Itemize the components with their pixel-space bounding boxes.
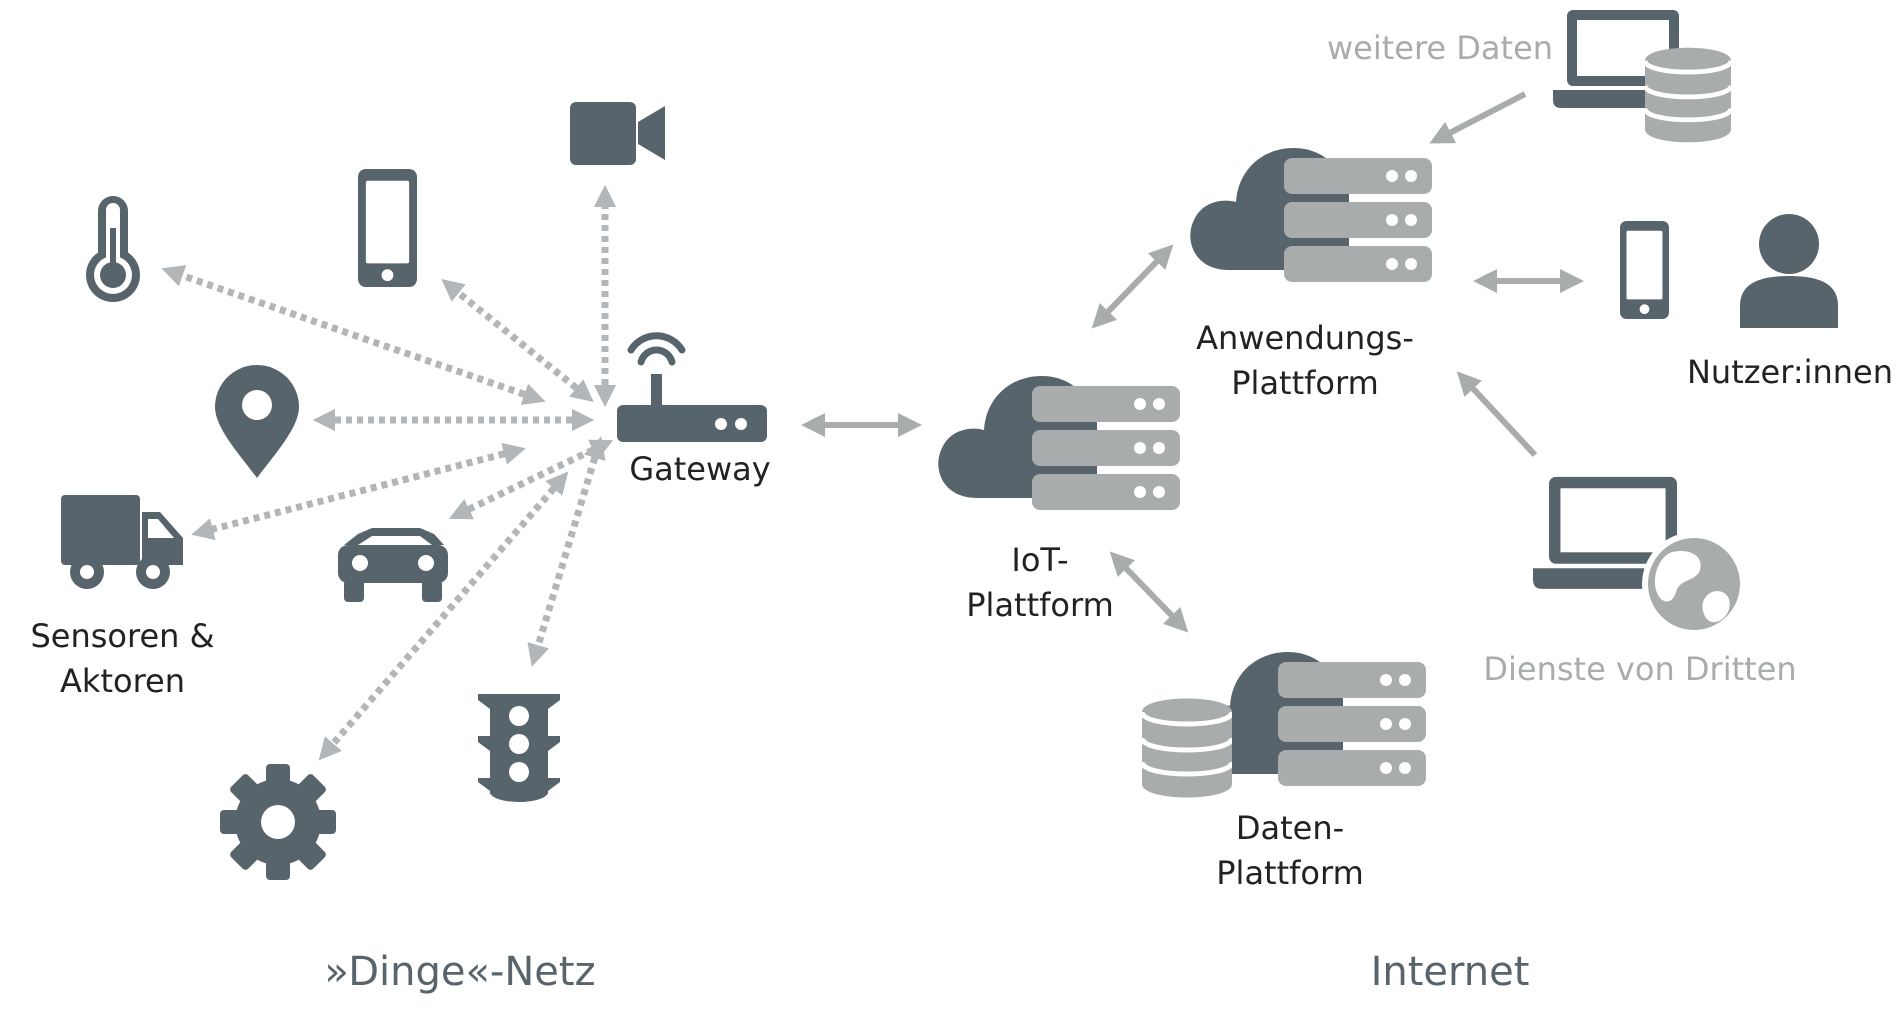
globe-icon xyxy=(1642,532,1746,636)
smartphone-icon-right xyxy=(1620,221,1669,319)
link-thermometer xyxy=(161,265,546,405)
sensors-actuators-label: Sensoren & Aktoren xyxy=(20,614,225,704)
thermometer-icon xyxy=(86,196,140,302)
platform-links xyxy=(801,91,1584,633)
data-label-line2: Plattform xyxy=(1216,854,1364,892)
more-data-label: weitere Daten xyxy=(1326,29,1554,67)
traffic-light-icon xyxy=(478,694,560,802)
app-platform-cloud-server-icon xyxy=(1190,148,1432,282)
link-iot-data xyxy=(1109,551,1189,633)
link-third-party xyxy=(1456,371,1538,458)
users-label: Nutzer:innen xyxy=(1686,353,1894,391)
data-label-line1: Daten- xyxy=(1235,809,1345,847)
link-more-data xyxy=(1429,91,1527,144)
link-traffic-light xyxy=(527,436,606,667)
link-gear xyxy=(318,471,569,761)
link-iot-app xyxy=(1091,244,1174,329)
things-network-section-title: »Dinge«-Netz xyxy=(324,949,596,995)
data-platform-database-icon xyxy=(1142,699,1232,798)
iot-platform-label: IoT- Plattform xyxy=(940,538,1140,628)
sensors-label-line2: Aktoren xyxy=(60,662,185,700)
application-platform-label: Anwendungs- Plattform xyxy=(1170,316,1440,406)
gateway-label: Gateway xyxy=(629,450,771,488)
location-pin-icon xyxy=(215,365,299,478)
database-icon xyxy=(1645,48,1731,143)
user-icon xyxy=(1740,214,1838,328)
app-label-line1: Anwendungs- xyxy=(1196,319,1414,357)
gear-icon xyxy=(220,764,336,880)
app-label-line2: Plattform xyxy=(1231,364,1379,402)
device-links xyxy=(161,184,617,761)
sensors-label-line1: Sensoren & xyxy=(30,617,215,655)
iot-platform-cloud-server-icon xyxy=(938,376,1180,510)
router-icon xyxy=(617,332,767,442)
link-smartphone xyxy=(441,278,594,403)
truck-icon xyxy=(61,495,183,589)
link-truck xyxy=(191,442,526,541)
internet-section-title: Internet xyxy=(1370,949,1530,995)
iot-label-line1: IoT- xyxy=(1011,541,1069,579)
car-icon xyxy=(338,528,448,602)
iot-label-line2: Plattform xyxy=(966,586,1114,624)
smartphone-icon xyxy=(358,169,417,287)
video-camera-icon xyxy=(570,102,665,165)
data-platform-label: Daten- Plattform xyxy=(1185,806,1395,896)
third-party-services-label: Dienste von Dritten xyxy=(1483,650,1797,688)
